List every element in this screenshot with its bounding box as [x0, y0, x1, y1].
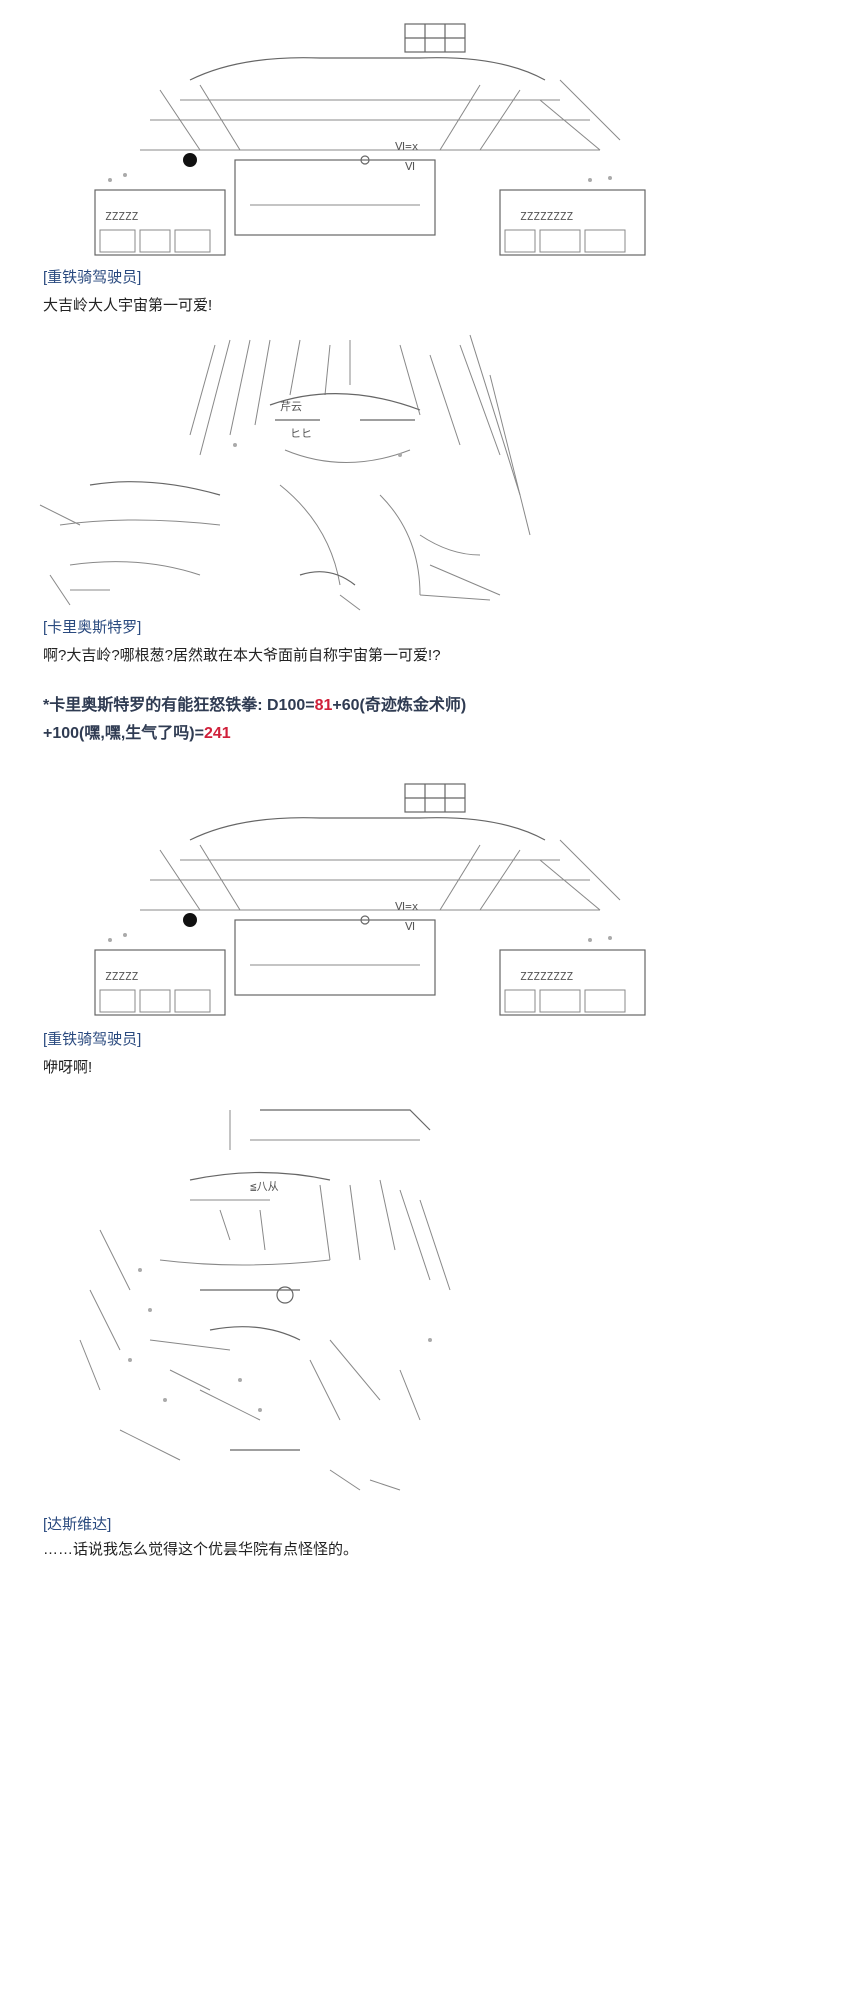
tank-art-svg-2: Ⅵ=x Ⅵ ZZZZZ ZZZZZZZZ	[94, 783, 646, 1016]
tank-right-label: ZZZZZZZZ	[520, 210, 573, 223]
tank-headlight-2	[183, 913, 197, 927]
post-2-speaker: [卡里奥斯特罗]	[43, 619, 142, 636]
roll-die-value: 81	[314, 697, 333, 714]
roll-prefix: *卡里奥斯特罗的有能狂怒铁拳: D100=	[43, 697, 315, 714]
tank2-mid-label: Ⅵ	[405, 920, 415, 933]
post-1-text: 大吉岭大人宇宙第一可爱!	[43, 297, 213, 314]
tank-hull	[234, 159, 436, 236]
tank-top-label: Ⅵ=x	[395, 140, 419, 153]
ascii-art-girl: 芹云 ヒヒ	[0, 325, 857, 615]
fighter-orb	[276, 1286, 294, 1304]
ascii-art-tank-2: Ⅵ=x Ⅵ ZZZZZ ZZZZZZZZ	[0, 770, 857, 1020]
roll-total-value: 241	[203, 725, 231, 742]
tank-left-track	[94, 189, 226, 256]
tank-art-svg: Ⅵ=x Ⅵ ZZZZZ ZZZZZZZZ	[94, 23, 646, 256]
roll-line2-prefix: +100(嘿,嘿,生气了吗)=	[43, 725, 204, 742]
post-4-speaker: [达斯维达]	[43, 1516, 112, 1533]
girl-art-svg: 芹云 ヒヒ	[39, 334, 531, 611]
post-4-text: ……话说我怎么觉得这个优昙华院有点怪怪的。	[43, 1541, 359, 1558]
tank-left-label: ZZZZZ	[105, 210, 138, 223]
tank2-right-label: ZZZZZZZZ	[520, 970, 573, 983]
ascii-art-fighter: ≦八从	[0, 1090, 857, 1510]
girl-face-label: 芹云	[280, 400, 302, 413]
girl-fist	[299, 571, 356, 586]
fighter-art-svg: ≦八从	[79, 1109, 451, 1491]
tank2-left-label: ZZZZZ	[105, 970, 138, 983]
roll-line-2: +100(嘿,嘿,生气了吗)=241	[43, 718, 231, 750]
tank-right-track	[499, 189, 646, 256]
roll-bonus: +60(奇迹炼金术师)	[332, 697, 467, 714]
post-1-speaker: [重铁骑驾驶员]	[43, 269, 142, 286]
tank-mid-label: Ⅵ	[405, 160, 415, 173]
post-3-speaker: [重铁骑驾驶员]	[43, 1031, 142, 1048]
roll-line-1: *卡里奥斯特罗的有能狂怒铁拳: D100=81+60(奇迹炼金术师)	[43, 690, 466, 722]
tank2-top-label: Ⅵ=x	[395, 900, 419, 913]
tank-headlight	[183, 153, 197, 167]
fighter-mark-label: ≦八从	[250, 1180, 279, 1193]
ascii-art-tank-1: Ⅵ=x Ⅵ ZZZZZ ZZZZZZZZ	[0, 10, 857, 260]
post-3-text: 咿呀啊!	[43, 1059, 93, 1076]
girl-mouth-label: ヒヒ	[290, 427, 312, 440]
post-2-text: 啊?大吉岭?哪根葱?居然敢在本大爷面前自称宇宙第一可爱!?	[43, 647, 441, 664]
